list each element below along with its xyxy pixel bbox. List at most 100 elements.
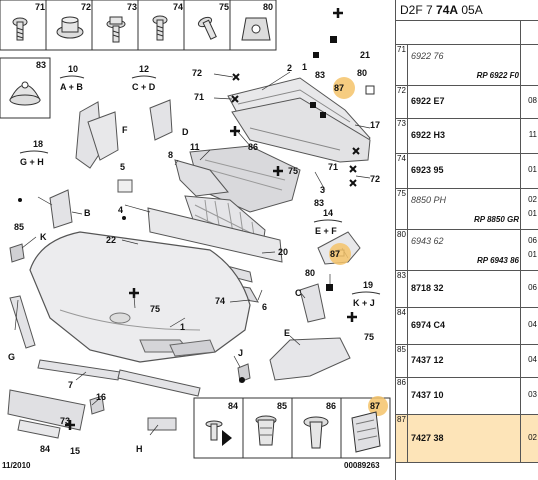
replacement-reference: RP 6943 86 <box>477 256 519 265</box>
screw-icon <box>197 16 217 40</box>
svg-text:85: 85 <box>277 401 287 411</box>
label-83: 83 <box>314 198 324 208</box>
row-index: 83 <box>396 271 408 307</box>
thumb-label-71: 71 <box>35 2 45 12</box>
svg-text:10: 10 <box>68 64 78 74</box>
svg-text:12: 12 <box>139 64 149 74</box>
quantity: 03 <box>528 390 537 399</box>
qty-cell <box>520 45 538 85</box>
label-84: 84 <box>40 444 50 454</box>
part-reference: 7437 12 <box>411 355 444 365</box>
label-21: 21 <box>360 50 370 60</box>
clip-nut-icon <box>241 17 271 41</box>
part-reference: 6922 E7 <box>411 96 445 106</box>
label-75: 75 <box>288 166 298 176</box>
fastener-thumbnail-strip: 71 72 73 74 75 80 <box>0 0 277 51</box>
label-85: 85 <box>14 222 24 232</box>
label-D: D <box>182 127 189 137</box>
part-5 <box>117 179 133 193</box>
footer-date: 11/2010 <box>2 461 31 470</box>
qty-cell <box>520 86 538 118</box>
plug-clip-icon <box>303 416 329 449</box>
thumb-label-72: 72 <box>81 2 91 12</box>
label-75: 75 <box>364 332 374 342</box>
svg-text:E + F: E + F <box>315 226 337 236</box>
qty-cell <box>520 230 538 270</box>
label-72: 72 <box>192 68 202 78</box>
svg-text:87: 87 <box>330 249 340 259</box>
label-F: F <box>122 125 128 135</box>
quantity: 02 <box>528 195 537 204</box>
qty-cell <box>520 378 538 414</box>
bracket-a-part <box>75 101 103 169</box>
bracket-clip-icon <box>351 411 381 453</box>
svg-text:84: 84 <box>228 401 238 411</box>
label-1: 1 <box>180 322 185 332</box>
label-15: 15 <box>70 446 80 456</box>
bracket-c-part <box>299 283 326 323</box>
row-index: 86 <box>396 378 408 414</box>
svg-text:C + D: C + D <box>132 82 156 92</box>
label-E: E <box>284 328 290 338</box>
thumbnail-83: 83 <box>0 57 51 119</box>
table-spacer <box>396 21 538 45</box>
clip-16 <box>89 395 105 415</box>
label-K: K <box>40 232 47 242</box>
svg-text:14: 14 <box>323 208 333 218</box>
leader-lines <box>14 71 371 436</box>
label-72: 72 <box>370 174 380 184</box>
label-C: C <box>295 288 302 298</box>
svg-text:86: 86 <box>326 401 336 411</box>
row-index: 73 <box>396 119 408 153</box>
label-86: 86 <box>248 142 258 152</box>
label-71: 71 <box>194 92 204 102</box>
trim-strip-h-part <box>117 369 201 397</box>
label-83: 83 <box>315 70 325 80</box>
lower-frame-part <box>147 207 283 263</box>
row-index: 72 <box>396 86 408 118</box>
label-8: 8 <box>168 150 173 160</box>
label-2: 2 <box>287 63 292 73</box>
row-index: 74 <box>396 154 408 188</box>
impact-beam-part <box>231 97 371 163</box>
bracket-f-part <box>87 111 119 161</box>
quantity: 01 <box>528 250 537 259</box>
lower-absorber-part <box>7 389 86 431</box>
label-80: 80 <box>305 268 315 278</box>
trim-strip-part <box>37 359 121 381</box>
bottom-fastener-box: 84 85 86 87 <box>193 396 391 459</box>
row-index: 84 <box>396 308 408 344</box>
svg-text:18: 18 <box>33 139 43 149</box>
quantity: 08 <box>528 96 537 105</box>
qty-cell <box>520 308 538 344</box>
label-2: 1 <box>302 62 307 72</box>
label-G: G <box>8 352 15 362</box>
footer-code: 00089263 <box>344 461 380 470</box>
push-clip-icon <box>255 415 277 446</box>
group-callout-18: 18 G + H <box>19 139 49 167</box>
x-markers <box>231 73 360 187</box>
label-H: H <box>136 444 143 454</box>
label-6: 6 <box>262 302 267 312</box>
label-71: 71 <box>328 162 338 172</box>
thumb-label-83: 83 <box>36 60 46 70</box>
svg-text:87: 87 <box>334 83 344 93</box>
bracket-e-part <box>269 337 351 381</box>
label-16: 16 <box>96 392 106 402</box>
screw-icon <box>152 15 168 41</box>
bracket-d-part <box>149 99 173 141</box>
thumb-label-80: 80 <box>263 2 273 12</box>
inner-panel-part <box>174 159 229 197</box>
